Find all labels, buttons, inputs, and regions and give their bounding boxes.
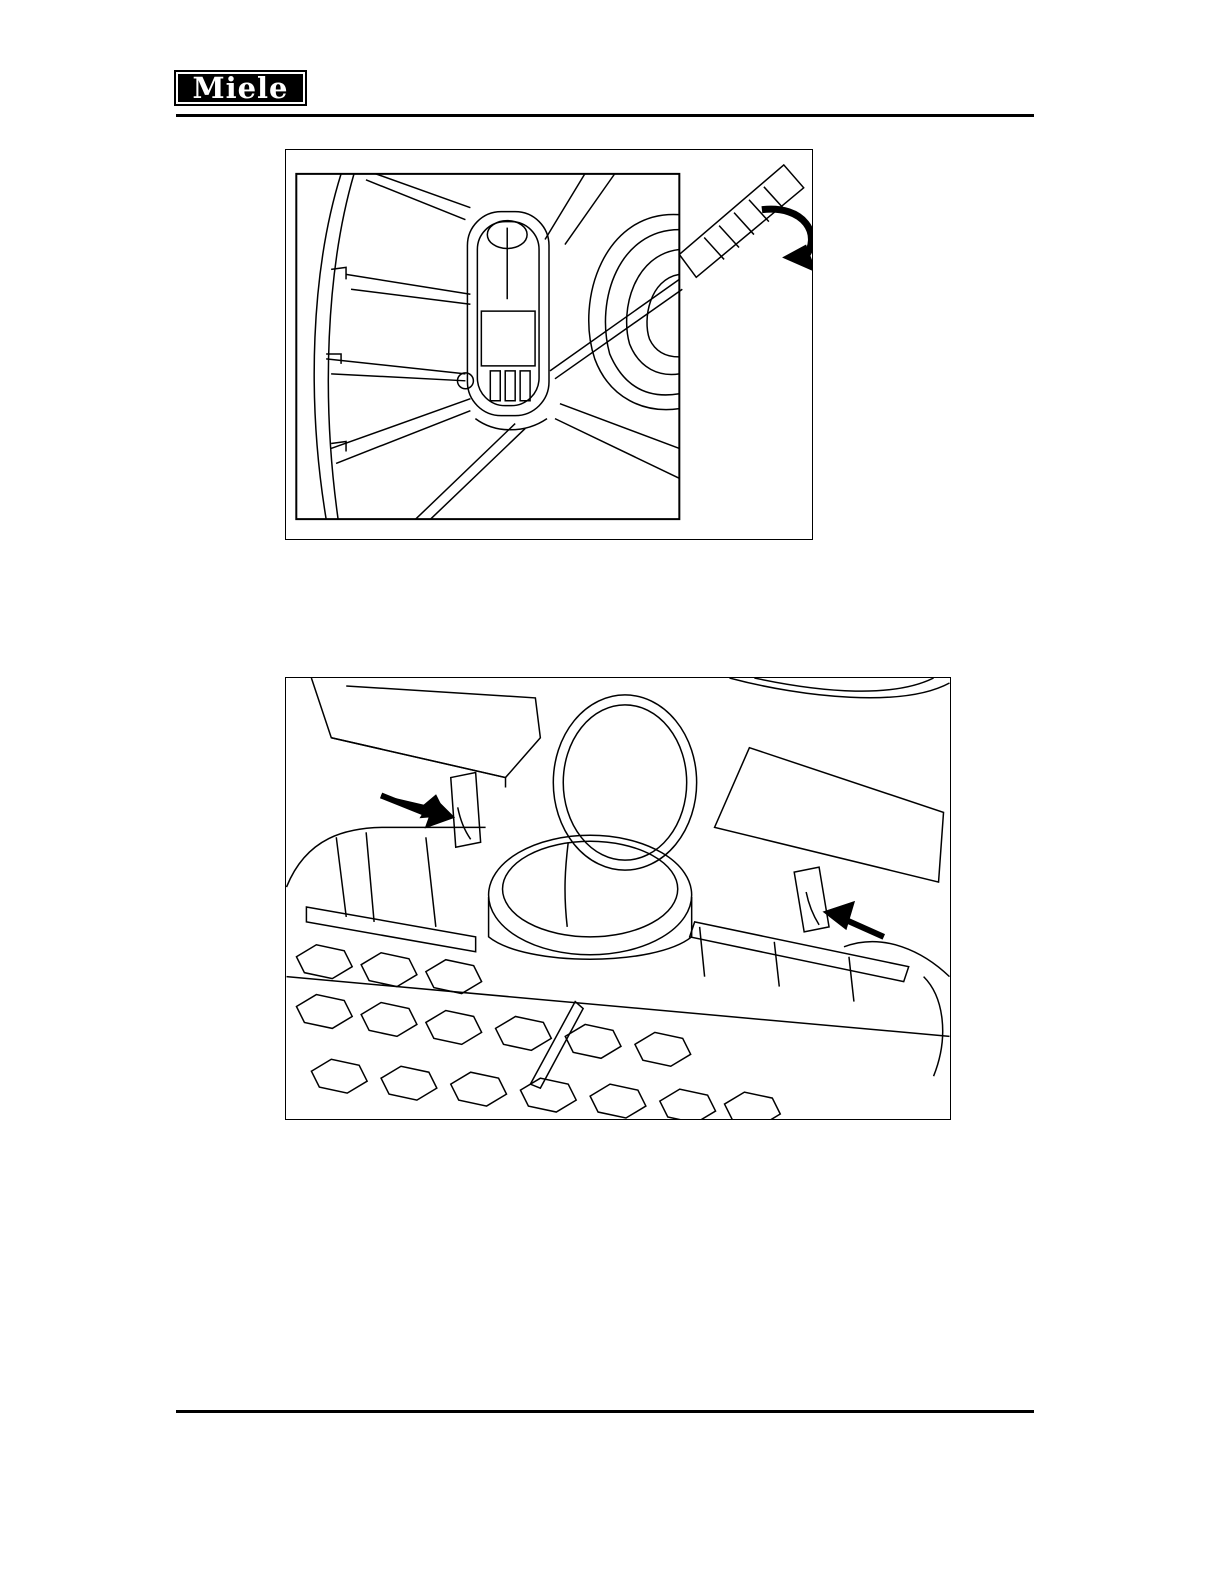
miele-logo: Miele <box>174 70 307 106</box>
figure-1-illustration <box>286 150 812 539</box>
figure-1 <box>285 149 813 540</box>
figure-2 <box>285 677 951 1120</box>
header-rule <box>176 114 1034 117</box>
figure-2-illustration <box>286 678 950 1119</box>
footer-rule <box>176 1410 1034 1413</box>
